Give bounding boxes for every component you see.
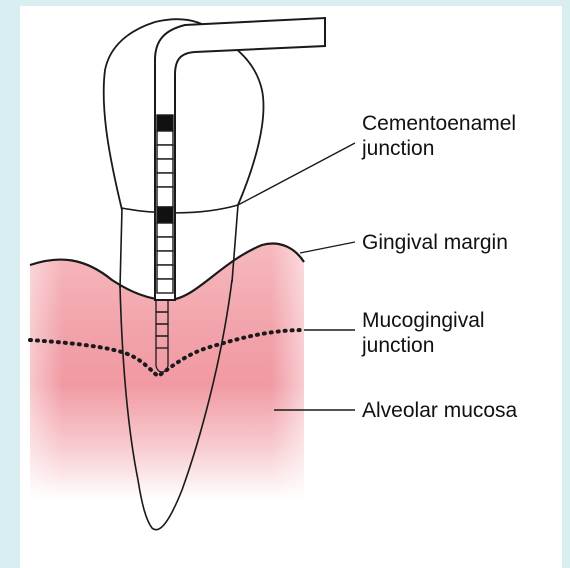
alveolar-mucosa-label: Alveolar mucosa bbox=[362, 399, 517, 422]
gingival-margin-leader bbox=[300, 242, 355, 253]
gingival-margin-label: Gingival margin bbox=[362, 231, 508, 254]
mgj-label-line1: Mucogingival bbox=[362, 309, 485, 332]
mgj-label-line2: junction bbox=[362, 334, 434, 357]
cej-label-line1: Cementoenamel bbox=[362, 112, 516, 135]
probe-markings bbox=[157, 115, 173, 293]
cej-label-line2: junction bbox=[362, 137, 434, 160]
